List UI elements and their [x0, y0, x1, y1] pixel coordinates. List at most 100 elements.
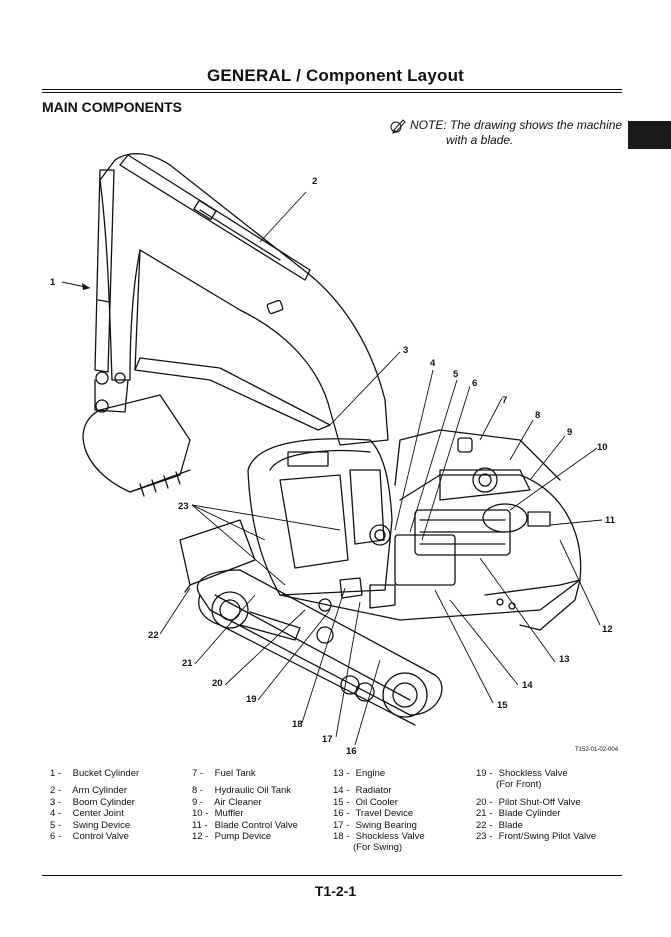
- legend-item-label: Blade Cylinder: [496, 808, 561, 820]
- legend-item-label: Engine: [353, 768, 386, 779]
- legend-item-sublabel: (For Front): [496, 779, 542, 791]
- legend-item: 18 - Shockless Valve: [333, 831, 425, 842]
- callout-4: 4: [430, 358, 436, 369]
- legend-item-label: Front/Swing Pilot Valve: [496, 831, 597, 843]
- legend-item: 1 - Bucket Cylinder: [50, 768, 139, 779]
- track-frame: [196, 569, 443, 716]
- legend-item: 15 - Oil Cooler: [333, 797, 425, 808]
- callout-20: 20: [212, 678, 223, 689]
- legend-item-label: Blade: [496, 819, 523, 831]
- callout-9: 9: [567, 427, 572, 438]
- legend-item: 21 - Blade Cylinder: [476, 808, 596, 819]
- legend-item-label: Travel Device: [353, 808, 414, 820]
- callout-8: 8: [535, 410, 540, 421]
- legend-item: 6 - Control Valve: [50, 831, 139, 842]
- legend-item-number: 2 -: [50, 785, 62, 797]
- section-title: MAIN COMPONENTS: [42, 99, 182, 115]
- boom: [99, 153, 389, 446]
- legend-item-number: 11 -: [192, 819, 208, 831]
- header-rule-bottom: [42, 92, 622, 93]
- legend-item-label: Control Valve: [70, 831, 129, 843]
- legend-item: 8 - Hydraulic Oil Tank: [192, 785, 298, 796]
- legend-item: 16 - Travel Device: [333, 808, 425, 819]
- legend-item-label: Shockless Valve: [496, 768, 568, 779]
- callout-18: 18: [292, 719, 303, 730]
- callout-1: 1: [50, 277, 56, 288]
- bucket: [82, 394, 191, 493]
- legend-item: 23 - Front/Swing Pilot Valve: [476, 831, 596, 842]
- callout-16: 16: [346, 746, 357, 757]
- legend-item: 7 - Fuel Tank: [192, 768, 298, 779]
- legend-item-number: 7 -: [192, 768, 204, 779]
- legend-item-number: 3 -: [50, 796, 62, 808]
- legend-item-label: Air Cleaner: [212, 796, 262, 808]
- page-number: T1-2-1: [314, 883, 357, 899]
- note-line-2: with a blade.: [446, 133, 514, 147]
- callout-17: 17: [322, 734, 333, 745]
- legend-item-number: 6 -: [50, 831, 62, 843]
- legend-item-label: Swing Device: [70, 819, 131, 831]
- excavator-drawing: 1 2 3 4 5 6 7 8 9 10 11 12 13 14 15 16 1…: [50, 153, 616, 757]
- callout-15: 15: [497, 700, 508, 711]
- legend-item-number: 16 -: [333, 808, 350, 820]
- callout-10: 10: [597, 442, 608, 453]
- cab: [247, 438, 393, 596]
- legend-item-label: Muffler: [212, 808, 244, 820]
- legend-item: 3 - Boom Cylinder: [50, 797, 139, 808]
- legend-item-label: Blade Control Valve: [212, 819, 298, 831]
- legend-item: 12 - Pump Device: [192, 831, 298, 842]
- legend-item-label: Pump Device: [212, 831, 272, 843]
- legend-item-number: 10 -: [192, 808, 209, 820]
- legend-item: 17 - Swing Bearing: [333, 820, 425, 831]
- callout-21: 21: [182, 658, 193, 669]
- legend-item-sublabel: (For Swing): [353, 842, 403, 854]
- legend-item-label: Center Joint: [70, 808, 124, 820]
- callout-19: 19: [246, 694, 257, 705]
- legend-item-number: 8 -: [192, 785, 204, 797]
- legend-item-number: 4 -: [50, 808, 62, 820]
- legend-item-label: Boom Cylinder: [70, 796, 135, 808]
- callout-3: 3: [403, 345, 408, 356]
- boom-cylinder: [134, 357, 331, 431]
- legend-column-4: 19 - Shockless Valve(For Front)20 - Pilo…: [476, 768, 596, 842]
- legend-item: 10 - Muffler: [192, 808, 298, 819]
- bucket-cylinder: [94, 169, 115, 373]
- callout-13: 13: [559, 654, 570, 665]
- footer-rule: [42, 875, 622, 876]
- callout-11: 11: [605, 515, 616, 526]
- legend-item-number: 20 -: [476, 796, 493, 808]
- legend-item-number: 17 -: [333, 819, 350, 831]
- header-rule-top: [42, 89, 622, 90]
- legend-item-number: 23 -: [476, 831, 493, 843]
- legend-item-label: Radiator: [353, 785, 392, 797]
- callout-7: 7: [502, 395, 507, 406]
- legend-item-number: 21 -: [476, 808, 493, 820]
- page-header-title: GENERAL / Component Layout: [206, 66, 465, 85]
- legend-item-label: Shockless Valve: [353, 831, 425, 843]
- legend-item-number: 22 -: [476, 819, 493, 831]
- callout-2: 2: [312, 176, 317, 187]
- legend-item-number: 19 -: [476, 768, 493, 779]
- blade: [179, 519, 256, 586]
- arm-cylinder: [119, 154, 311, 281]
- upperstructure: [279, 474, 582, 621]
- legend-item: 22 - Blade: [476, 820, 596, 831]
- legend-item-number: 1 -: [50, 768, 62, 779]
- legend-item-number: 12 -: [192, 831, 209, 843]
- callout-23: 23: [178, 501, 189, 512]
- legend-item: 5 - Swing Device: [50, 820, 139, 831]
- section-tab-marker: [628, 121, 671, 149]
- legend-item-label: Hydraulic Oil Tank: [212, 785, 292, 797]
- legend-item: 13 - Engine: [333, 768, 425, 779]
- legend-item: 4 - Center Joint: [50, 808, 139, 819]
- legend-item-label: Arm Cylinder: [70, 785, 128, 797]
- figure-code: T152-01-02-004: [575, 747, 619, 753]
- legend-item: 19 - Shockless Valve: [476, 768, 596, 779]
- legend-item-number: 9 -: [192, 796, 204, 808]
- legend-item-number: 5 -: [50, 819, 62, 831]
- note-line-1: NOTE: The drawing shows the machine: [410, 118, 623, 132]
- legend-item-number: 18 -: [333, 831, 350, 843]
